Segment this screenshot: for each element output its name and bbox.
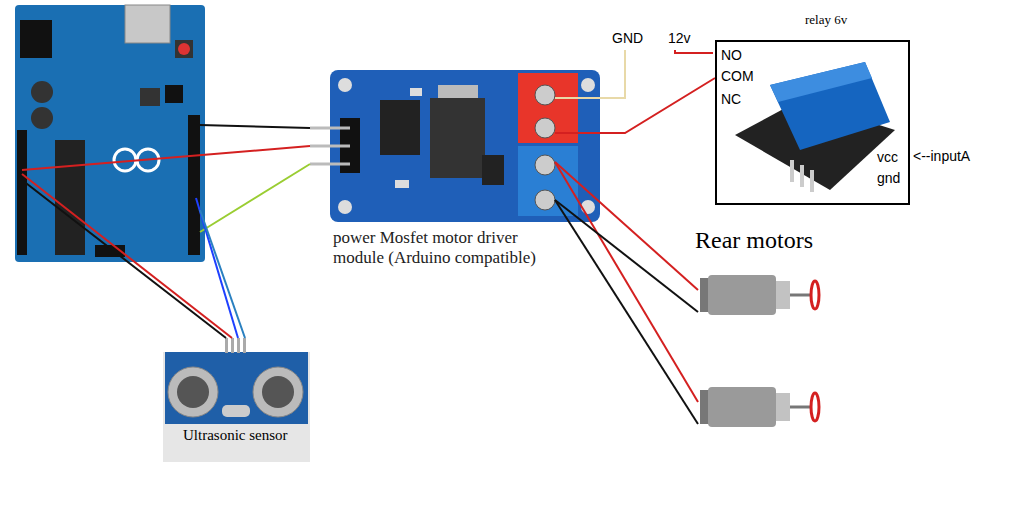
relay-box: relay 6vNOCOMNCvccgnd	[715, 40, 910, 205]
motor-part	[708, 275, 776, 315]
ultrasonic-sensor-part	[225, 338, 228, 353]
relay-module-part	[770, 62, 890, 150]
ultrasonic-sensor-part	[253, 367, 303, 417]
arduino-board-part	[55, 140, 85, 255]
mosfet-driver-module-part	[581, 200, 595, 214]
arduino-board-part	[125, 5, 170, 43]
wires-part	[555, 162, 698, 290]
arduino-board-part	[175, 40, 193, 58]
relay-module-part	[790, 160, 794, 182]
wires-part	[675, 50, 713, 53]
mosfet-driver-module-part	[535, 85, 555, 105]
mosfet-driver-module	[310, 70, 600, 222]
mosfet-driver-module-part	[380, 100, 420, 155]
mosfet-driver-module-part	[482, 155, 504, 185]
driver-module: power Mosfet motor driver module (Arduin…	[330, 70, 600, 222]
wires-part	[555, 200, 698, 424]
motor-part	[811, 281, 819, 309]
supply-label: 12v	[668, 30, 691, 47]
ultrasonic-sensor-part	[237, 338, 240, 353]
ultrasonic-sensor-part	[165, 352, 308, 424]
wires-part	[555, 50, 625, 98]
signal-label: <--inputA	[913, 148, 970, 165]
pin-label: COM	[721, 68, 754, 85]
wires-part	[555, 162, 698, 402]
ultrasonic-sensor-part	[168, 367, 218, 417]
wire-connector	[600, 78, 715, 133]
relay-module-part	[800, 165, 804, 187]
motor	[700, 275, 819, 427]
mosfet-driver-module-part	[310, 127, 350, 130]
mosfet-driver-module-part	[410, 88, 422, 96]
mosfet-driver-module-part	[518, 146, 578, 216]
motor-part	[708, 387, 776, 427]
arduino-board-part	[178, 43, 190, 55]
arduino-board-part	[20, 20, 52, 58]
arduino-board-part	[165, 85, 183, 103]
arduino-board-part	[140, 88, 160, 106]
mosfet-driver-module-part	[535, 190, 555, 210]
motor-part	[790, 406, 812, 409]
wires	[22, 50, 713, 424]
mosfet-driver-module-part	[395, 180, 409, 188]
wires-part	[200, 125, 310, 128]
ultrasonic-sensor	[163, 338, 310, 462]
wires-part	[22, 146, 310, 170]
ultrasonic-sensor-part	[243, 338, 246, 353]
wires-part	[555, 200, 698, 312]
ultrasonic-sensor-part	[262, 376, 294, 408]
ultrasonic-sensor-part	[222, 405, 250, 417]
arduino-board-part	[15, 5, 205, 262]
mosfet-driver-module-part	[535, 118, 555, 138]
motor-part	[776, 281, 790, 309]
supply-label: GND	[612, 30, 643, 47]
arduino-board-part	[31, 81, 53, 103]
ultrasonic-sensor-part	[231, 338, 234, 353]
mosfet-driver-module-part	[338, 200, 352, 214]
wires-part	[22, 174, 232, 338]
relay-title: relay 6v	[805, 12, 847, 28]
motor-part	[776, 393, 790, 421]
pin-label: gnd	[877, 170, 900, 187]
mosfet-driver-module-part	[330, 70, 600, 222]
sensor-module: Ultrasonic sensor	[163, 352, 310, 462]
relay-module	[735, 62, 895, 192]
motor-part	[790, 294, 812, 297]
motor-part	[811, 393, 819, 421]
wires-part	[200, 210, 245, 338]
arduino-board-part	[17, 130, 27, 255]
relay-module-part	[770, 62, 872, 102]
mosfet-driver-module-part	[535, 155, 555, 175]
relay-module-part	[810, 170, 814, 192]
arduino-board-part	[31, 107, 53, 129]
arduino-board	[15, 5, 205, 262]
arduino-board-part	[188, 115, 200, 255]
wires-part	[555, 132, 600, 134]
ultrasonic-sensor-part	[163, 352, 310, 462]
pin-label: NO	[721, 47, 742, 64]
pin-label: vcc	[877, 149, 898, 166]
mosfet-driver-module-part	[310, 163, 350, 166]
module-caption: power Mosfet motor driver module (Arduin…	[333, 228, 548, 269]
pin-label: NC	[721, 91, 741, 108]
mosfet-driver-module-part	[581, 78, 595, 92]
wires-part	[200, 164, 310, 232]
mosfet-driver-module-part	[338, 78, 352, 92]
mosfet-driver-module-part	[310, 145, 350, 148]
group-label: Rear motors	[695, 226, 813, 255]
mosfet-driver-module-part	[438, 85, 478, 100]
sensor-caption: Ultrasonic sensor	[183, 426, 288, 444]
ultrasonic-sensor-part	[177, 376, 209, 408]
wires-part	[22, 180, 226, 338]
mosfet-driver-module-part	[430, 98, 485, 178]
